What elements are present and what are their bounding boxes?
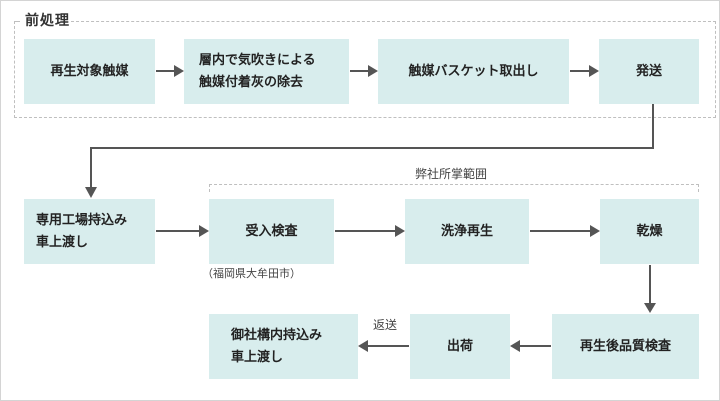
arrowhead-s1-s2 xyxy=(174,65,184,77)
step-text: 洗浄再生 xyxy=(440,223,493,239)
step-delivery-to-factory: 専用工場持込み 車上渡し xyxy=(24,199,155,264)
pretreatment-region-top-right xyxy=(71,21,716,22)
our-scope-region xyxy=(209,184,699,192)
step-text-line2: 車上渡し xyxy=(36,234,89,250)
arrowhead-s2-s3 xyxy=(368,65,378,77)
step-text: 触媒バスケット取出し xyxy=(408,63,539,79)
step-text: 再生対象触媒 xyxy=(50,63,129,79)
step-washing-regeneration: 洗浄再生 xyxy=(405,199,529,264)
step-text: 乾燥 xyxy=(636,223,663,239)
step-text: 再生後品質検査 xyxy=(579,338,671,354)
return-label: 返送 xyxy=(373,318,398,332)
our-scope-label: 弊社所掌範囲 xyxy=(415,167,488,181)
step-acceptance-inspection: 受入検査 xyxy=(209,199,334,264)
step-ash-removal: 層内で気吹きによる 触媒付着灰の除去 xyxy=(184,39,349,104)
step-basket-removal: 触媒バスケット取出し xyxy=(378,39,569,104)
step-text: 発送 xyxy=(635,63,662,79)
arrowhead-s9-s10 xyxy=(510,340,520,352)
step-text: 出荷 xyxy=(446,338,473,354)
arrowhead-s5-s6 xyxy=(199,225,209,237)
step-text-line1: 専用工場持込み xyxy=(36,213,128,229)
step-post-regen-quality-inspection: 再生後品質検査 xyxy=(552,314,699,379)
arrowhead-s3-s4 xyxy=(589,65,599,77)
step-text-line1: 御社構内持込み xyxy=(231,328,323,344)
arrowhead-s6-s7 xyxy=(395,225,405,237)
step-shipping: 出荷 xyxy=(410,314,510,379)
arrowhead-s7-s8 xyxy=(590,225,600,237)
step-text-line1: 層内で気吹きによる xyxy=(199,53,316,69)
step-dispatch: 発送 xyxy=(599,39,699,104)
step-text-line2: 車上渡し xyxy=(231,349,284,365)
pretreatment-region-top-left xyxy=(14,21,20,22)
arrowhead-s8-s9 xyxy=(644,303,656,313)
step-text-line2: 触媒付着灰の除去 xyxy=(199,74,304,90)
arrowhead-s10-s11 xyxy=(358,340,368,352)
location-note: （福岡県大牟田市） xyxy=(202,267,301,280)
pretreatment-label: 前処理 xyxy=(25,13,70,29)
arrowhead-s4-s5 xyxy=(85,187,97,198)
step-text: 受入検査 xyxy=(245,223,298,239)
pretreatment-region xyxy=(14,21,716,118)
step-delivery-to-customer: 御社構内持込み 車上渡し xyxy=(209,314,358,379)
arrow-s4-s5 xyxy=(90,104,654,187)
step-regen-target-catalyst: 再生対象触媒 xyxy=(24,39,155,104)
step-drying: 乾燥 xyxy=(600,199,699,264)
